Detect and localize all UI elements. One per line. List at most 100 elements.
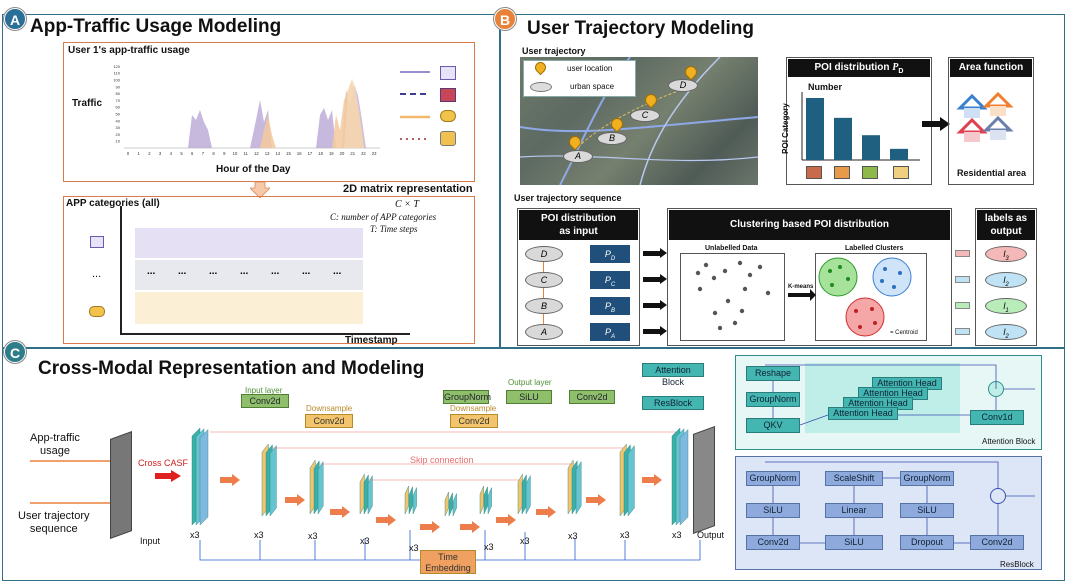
res-scaleshift: ScaleShift: [825, 471, 883, 486]
seq-poi: PC: [590, 271, 630, 289]
map-node-a: A: [563, 150, 593, 163]
y-tick-label: 30: [116, 125, 121, 130]
att-conv1d: Conv1d: [970, 410, 1024, 425]
flow-arrow: [220, 474, 240, 486]
x3-label: x3: [620, 530, 630, 540]
matrix-xlabel: Timestamp: [345, 335, 398, 346]
matrix-box: [63, 196, 475, 344]
y-tick-label: 10: [116, 139, 121, 144]
poi-category-icon-1: [806, 166, 822, 179]
res-silu-1: SiLU: [746, 503, 800, 518]
poi-category-icon-2: [834, 166, 850, 179]
seq-label: l2: [985, 324, 1027, 340]
output-arrow: [955, 250, 970, 257]
feature-map-slab: [487, 487, 492, 515]
traffic-chart-title: User 1's app-traffic usage: [68, 45, 190, 56]
x-tick-label: 9: [223, 151, 226, 156]
traffic-legend: [400, 71, 430, 140]
x3-label: x3: [484, 542, 494, 552]
feature-map-slab: [483, 486, 488, 515]
time-embedding: Time Embedding: [420, 550, 476, 574]
area-label: Residential area: [957, 168, 1027, 178]
traffic-series-orange: [260, 115, 276, 148]
output-arrow: [955, 276, 970, 283]
poi-chart-header: POI distribution PD: [788, 59, 930, 77]
unlabelled-data-box: [680, 253, 785, 341]
seq-poi: PA: [590, 323, 630, 341]
y-tick-label: 110: [114, 71, 121, 76]
flow-arrow: [642, 474, 662, 486]
y-tick-label: 20: [116, 132, 121, 137]
y-tick-label: 120: [113, 64, 120, 69]
node-link: [543, 262, 544, 272]
x-tick-label: 21: [350, 151, 355, 156]
poi-category-icon-3: [862, 166, 878, 179]
x-tick-label: 5: [180, 151, 183, 156]
feature-map-slab: [479, 485, 484, 515]
att-qkv: QKV: [746, 418, 800, 433]
cross-casf-label: Cross CASF: [138, 458, 189, 468]
input-header: POI distribution as input: [519, 210, 638, 240]
flow-arrow: [376, 514, 396, 526]
res-conv-1: Conv2d: [746, 535, 800, 550]
feature-map-slab: [199, 429, 209, 526]
output-box: [975, 208, 1037, 346]
matrix-title: 2D matrix representation: [343, 183, 473, 195]
traffic-chart-box: [63, 42, 475, 182]
panel-b-title: User Trajectory Modeling: [527, 18, 755, 39]
news-app-icon: [440, 66, 456, 80]
seq-arrow-head: [660, 274, 667, 284]
matrix-t-def: T: Time steps: [370, 224, 418, 234]
x-tick-label: 17: [308, 151, 313, 156]
x-tick-label: 2: [148, 151, 151, 156]
seq-label: l1: [985, 298, 1027, 314]
panel-a: [2, 14, 500, 348]
x-tick-label: 4: [170, 151, 173, 156]
badge-a: A: [4, 8, 26, 30]
output-text: Output: [697, 530, 725, 540]
time-line-2: Embedding: [425, 563, 471, 573]
att-reshape: Reshape: [746, 366, 800, 381]
x-tick-label: 20: [340, 151, 345, 156]
x-tick-label: 14: [275, 151, 280, 156]
y-tick-label: 50: [116, 112, 121, 117]
flow-arrow: [496, 514, 516, 526]
output-slab: [693, 425, 715, 535]
input-title-1: POI distribution: [541, 213, 616, 224]
matrix-game-icon: [89, 306, 105, 317]
feature-map-slab: [412, 487, 417, 515]
input-title-2: as input: [559, 226, 598, 237]
time-line-1: Time: [438, 552, 458, 562]
matrix-y-axis: [120, 206, 122, 334]
seq-arrow-head: [660, 248, 667, 258]
input-layer-conv: Conv2d: [241, 394, 289, 408]
poi-number-label: Number: [808, 82, 843, 92]
output-title-2: output: [990, 226, 1022, 237]
x3-label: x3: [672, 530, 682, 540]
poi-chart-sub: D: [898, 68, 904, 75]
att-name: Attention Block: [982, 437, 1036, 446]
matrix-cell-dots: ...: [302, 266, 311, 277]
matrix-row-middle: .....................: [135, 260, 363, 290]
matrix-cell-dots: ...: [147, 266, 156, 277]
matrix-news-icon: [90, 236, 104, 248]
feature-map-slab: [359, 473, 365, 515]
output-header: labels as output: [977, 210, 1035, 240]
poi-bar: [890, 148, 908, 160]
x3-label: x3: [520, 536, 530, 546]
flow-arrow: [285, 494, 305, 506]
seq-label: l2: [985, 272, 1027, 288]
x3-label: x3: [568, 531, 578, 541]
x-tick-label: 1: [138, 151, 141, 156]
unlabelled-title: Unlabelled Data: [705, 245, 758, 252]
house-icon: [956, 91, 1014, 142]
input-traj-line-2: sequence: [29, 523, 78, 535]
x3-label: x3: [360, 536, 370, 546]
trajectory-label: User trajectory: [522, 46, 586, 56]
matrix-ylabel: APP categories (all): [66, 198, 160, 209]
game-app-icon: [440, 110, 456, 122]
x-tick-label: 16: [297, 151, 302, 156]
x-tick-label: 0: [127, 151, 130, 156]
y-tick-label: 90: [116, 84, 121, 89]
poi-chart-symbol: P: [892, 62, 899, 73]
